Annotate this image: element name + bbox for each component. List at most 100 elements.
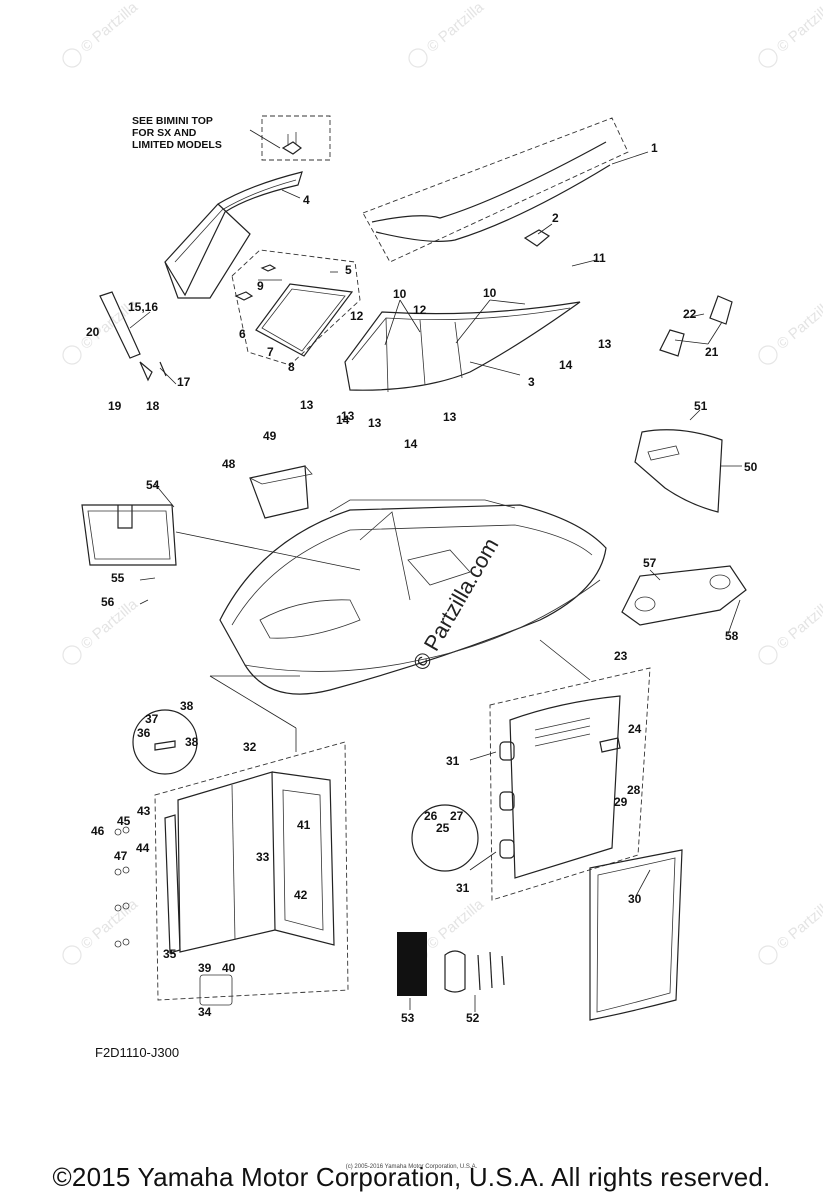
callout-18: 18 (146, 399, 160, 413)
callout-40: 40 (222, 961, 236, 975)
callout-37: 37 (145, 712, 159, 726)
callout-24: 24 (628, 722, 642, 736)
callout-55: 55 (111, 571, 125, 585)
door-seal (589, 849, 683, 1021)
callout-20: 20 (86, 325, 100, 339)
callout-12a: 12 (350, 309, 364, 323)
hinge-clips (659, 295, 733, 357)
callout-10a: 10 (393, 287, 407, 301)
callout-2: 2 (552, 211, 559, 225)
decal-and-tools (397, 932, 505, 996)
callout-14c: 14 (404, 437, 418, 451)
callout-51: 51 (694, 399, 708, 413)
callout-27: 27 (450, 809, 464, 823)
callout-57: 57 (643, 556, 657, 570)
svg-text:LIMITED MODELS: LIMITED MODELS (132, 139, 222, 151)
center-watermark: © Partzilla.com (408, 534, 504, 675)
right-door-assembly (411, 667, 651, 901)
callout-31b: 31 (456, 881, 470, 895)
leader-lines (129, 151, 742, 1012)
callout-58: 58 (725, 629, 739, 643)
callout-10b: 10 (483, 286, 497, 300)
callout-22: 22 (683, 307, 697, 321)
callout-1: 1 (651, 141, 658, 155)
callout-8: 8 (288, 360, 295, 374)
copyright-notice: ©2015 Yamaha Motor Corporation, U.S.A. A… (52, 1162, 771, 1192)
callout-15-16: 15,16 (128, 300, 158, 314)
callout-30: 30 (628, 892, 642, 906)
callout-13d: 13 (443, 410, 457, 424)
callout-13b: 13 (300, 398, 314, 412)
callout-14b: 14 (336, 413, 350, 427)
support-strut (99, 291, 167, 382)
diagram-code: F2D1110-J300 (95, 1045, 180, 1060)
callout-44: 44 (136, 841, 150, 855)
callout-13a: 13 (598, 337, 612, 351)
seat-back (634, 429, 723, 513)
callout-7: 7 (267, 345, 274, 359)
svg-text:© Partzilla: © Partzilla (774, 895, 823, 953)
svg-text:© Partzilla: © Partzilla (774, 595, 823, 653)
callout-4: 4 (303, 193, 310, 207)
callout-47: 47 (114, 849, 128, 863)
copyright-small: (c) 2005-2016 Yamaha Motor Corporation, … (345, 1164, 478, 1170)
callout-13e: 13 (341, 409, 355, 423)
callout-23: 23 (614, 649, 628, 663)
callout-12b: 12 (413, 303, 427, 317)
callout-21: 21 (705, 345, 719, 359)
callout-45: 45 (117, 814, 131, 828)
callout-14a: 14 (559, 358, 573, 372)
callout-35: 35 (163, 947, 177, 961)
callout-29: 29 (614, 795, 628, 809)
callout-32: 32 (243, 740, 257, 754)
callout-19: 19 (108, 399, 122, 413)
callout-41: 41 (297, 818, 311, 832)
svg-text:© Partzilla: © Partzilla (424, 895, 488, 953)
callout-17: 17 (177, 375, 191, 389)
callout-5: 5 (345, 263, 352, 277)
callout-43: 43 (137, 804, 151, 818)
callout-33: 33 (256, 850, 270, 864)
callout-13c: 13 (368, 416, 382, 430)
callout-42: 42 (294, 888, 308, 902)
windshield-frame-left (164, 171, 303, 299)
callout-38a: 38 (180, 699, 194, 713)
svg-text:© Partzilla: © Partzilla (78, 895, 142, 953)
console-panel (621, 565, 747, 626)
svg-text:© Partzilla: © Partzilla (78, 0, 142, 56)
svg-text:SEE BIMINI TOP: SEE BIMINI TOP (132, 115, 213, 127)
bimini-note: SEE BIMINI TOP FOR SX AND LIMITED MODELS (132, 115, 331, 161)
callout-31a: 31 (446, 754, 460, 768)
callout-28: 28 (627, 783, 641, 797)
svg-text:© Partzilla: © Partzilla (424, 0, 488, 56)
callout-labels: 1 2 3 4 5 6 7 8 9 10 10 11 12 12 13 13 1… (86, 141, 758, 1025)
callout-49: 49 (263, 429, 277, 443)
svg-text:© Partzilla: © Partzilla (774, 0, 823, 56)
callout-25: 25 (436, 821, 450, 835)
windshield-center (344, 301, 581, 393)
callout-36: 36 (137, 726, 151, 740)
callout-9: 9 (257, 279, 264, 293)
floor-mat (81, 504, 177, 566)
callout-46: 46 (91, 824, 105, 838)
svg-text:FOR SX AND: FOR SX AND (132, 127, 197, 139)
callout-26: 26 (424, 809, 438, 823)
storage-bin (249, 465, 313, 519)
callout-50: 50 (744, 460, 758, 474)
glass-panel (231, 249, 361, 366)
callout-38b: 38 (185, 735, 199, 749)
left-door-assembly (114, 709, 349, 1006)
callout-3: 3 (528, 375, 535, 389)
callout-48: 48 (222, 457, 236, 471)
callout-39: 39 (198, 961, 212, 975)
boat-hull (219, 499, 607, 695)
callout-11: 11 (593, 251, 606, 265)
callout-34: 34 (198, 1005, 212, 1019)
callout-52: 52 (466, 1011, 480, 1025)
callout-6: 6 (239, 327, 246, 341)
top-trim (362, 117, 629, 263)
svg-text:© Partzilla: © Partzilla (774, 295, 823, 353)
callout-54: 54 (146, 478, 160, 492)
callout-56: 56 (101, 595, 115, 609)
